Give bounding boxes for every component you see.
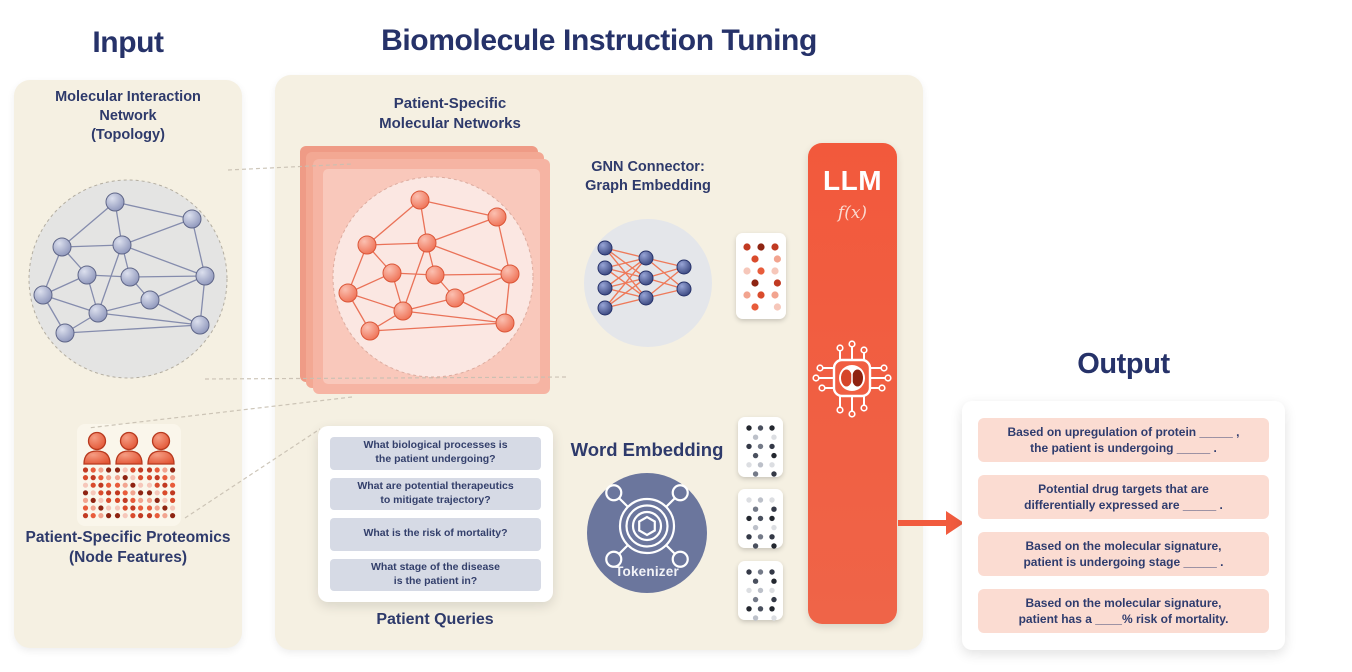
query-line: What is the risk of mortality? bbox=[363, 527, 508, 540]
word-embedding-heading: Word Embedding bbox=[570, 439, 724, 460]
heading-line: Graph Embedding bbox=[585, 177, 711, 194]
statement-line: the patient is undergoing _____ . bbox=[1030, 441, 1217, 455]
query-row: What stage of the disease is the patient… bbox=[330, 558, 541, 591]
output-statement: Based on the molecular signature, patien… bbox=[978, 532, 1269, 576]
llm-block: LLM f(x) bbox=[808, 143, 897, 624]
proteomics-backplate bbox=[77, 424, 181, 526]
heading-line: Network bbox=[99, 107, 157, 124]
statement-line: patient has a ____% risk of mortality. bbox=[1018, 612, 1229, 626]
query-line: What biological processes is bbox=[363, 439, 508, 452]
query-line: What are potential therapeutics bbox=[357, 479, 514, 492]
heading-line: Patient-Specific Proteomics bbox=[25, 529, 231, 546]
llm-fx-label: f(x) bbox=[837, 203, 868, 223]
query-line: What stage of the disease bbox=[371, 560, 500, 573]
heading-line: GNN Connector: bbox=[591, 159, 705, 175]
query-line: to mitigate trajectory? bbox=[380, 493, 491, 506]
proteomics-label: Patient-Specific Proteomics (Node Featur… bbox=[14, 528, 242, 568]
output-card: Based on upregulation of protein _____ ,… bbox=[962, 401, 1285, 650]
output-title: Output bbox=[1077, 348, 1170, 380]
llm-label: LLM bbox=[822, 165, 883, 196]
statement-line: Based on the molecular signature, bbox=[1025, 538, 1222, 553]
statement-line: patient is undergoing stage _____ . bbox=[1023, 555, 1224, 569]
query-line: the patient undergoing? bbox=[375, 453, 496, 466]
heading-line: (Node Features) bbox=[69, 549, 187, 567]
statement-line: differentially expressed are _____ . bbox=[1024, 498, 1223, 512]
query-line: is the patient in? bbox=[393, 574, 478, 587]
patient-networks-heading: Patient-Specific Molecular Networks bbox=[320, 94, 580, 133]
output-statement: Based on the molecular signature, patien… bbox=[978, 589, 1269, 633]
output-statement: Potential drug targets that are differen… bbox=[978, 475, 1269, 519]
input-title: Input bbox=[92, 26, 164, 59]
heading-line: Molecular Networks bbox=[379, 114, 521, 132]
patient-queries-card: What biological processes is the patient… bbox=[318, 426, 553, 602]
patient-queries-label: Patient Queries bbox=[376, 611, 494, 628]
output-statement: Based on upregulation of protein _____ ,… bbox=[978, 418, 1269, 462]
statement-line: Based on the molecular signature, bbox=[1025, 595, 1222, 610]
query-row: What are potential therapeutics to mitig… bbox=[330, 477, 541, 510]
gnn-connector-heading: GNN Connector: Graph Embedding bbox=[570, 158, 726, 196]
heading-line: (Topology) bbox=[91, 126, 165, 143]
heading-line: Molecular Interaction bbox=[55, 89, 201, 105]
statement-line: Based on upregulation of protein _____ , bbox=[1007, 424, 1240, 439]
tokenizer-label: Tokenizer bbox=[615, 564, 679, 579]
network-card-inner bbox=[323, 169, 540, 384]
statement-line: Potential drug targets that are bbox=[1038, 481, 1209, 496]
heading-line: Patient-Specific bbox=[393, 95, 507, 112]
main-title: Biomolecule Instruction Tuning bbox=[381, 24, 817, 57]
molecular-network-heading: Molecular Interaction Network (Topology) bbox=[30, 88, 226, 145]
query-row: What biological processes is the patient… bbox=[330, 437, 541, 470]
query-row: What is the risk of mortality? bbox=[330, 518, 541, 551]
